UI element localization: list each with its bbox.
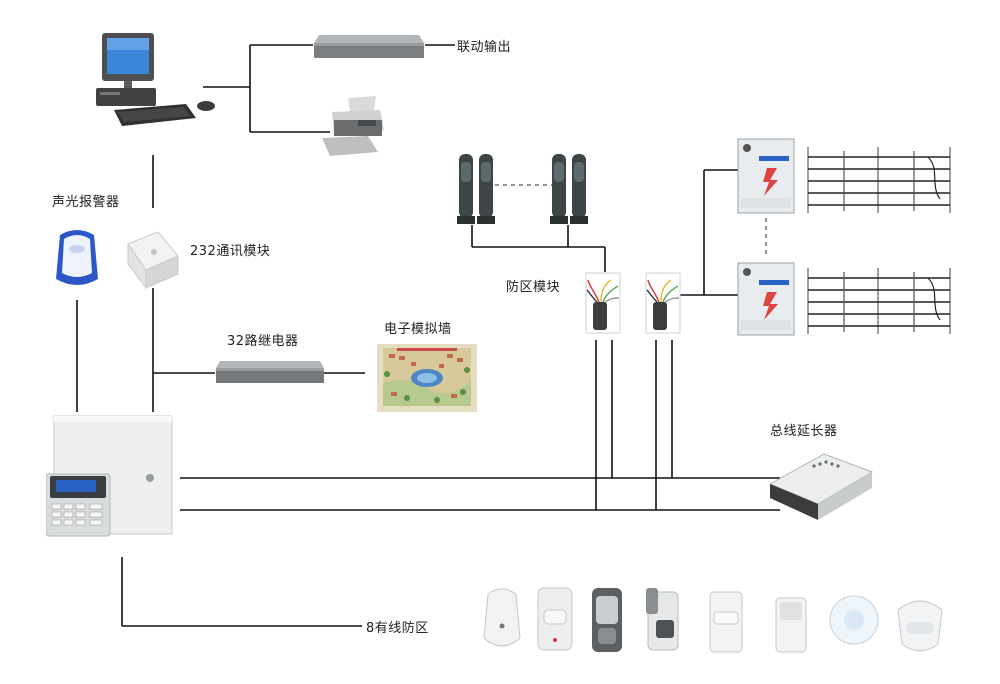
e-map-wall-label: 电子模拟墙: [384, 322, 452, 337]
site-map-icon: [377, 344, 477, 412]
relay-box-icon: [216, 361, 324, 383]
zone-module-icon: [585, 272, 621, 334]
infrared-beam-detector-icon: [457, 154, 588, 224]
linkage-box-icon: [314, 35, 424, 58]
wired-zones-label: 8有线防区: [366, 621, 429, 636]
zone-module-label: 防区模块: [506, 280, 561, 295]
printer-icon: [322, 96, 384, 156]
zone-module-icon: [645, 272, 681, 334]
motion-sensor-icon: [592, 588, 622, 652]
sound-light-alarm-label: 声光报警器: [52, 195, 120, 210]
comm-module-label: 232通讯模块: [190, 244, 271, 259]
motion-sensor-row: [483, 587, 943, 653]
bus-extender-icon: [768, 453, 874, 520]
comm-module-icon: [127, 231, 179, 290]
computer-icon: [96, 33, 215, 126]
siren-icon: [56, 230, 98, 285]
electric-fence-controller-icon: [737, 138, 795, 214]
motion-sensor-icon: [897, 600, 943, 652]
bus-extender-label: 总线延长器: [770, 424, 838, 439]
electric-fence-controller-icon: [737, 262, 795, 336]
motion-sensor-icon: [483, 588, 521, 647]
motion-sensor-icon: [775, 597, 807, 653]
electric-fence-icon: [807, 147, 951, 213]
relay-label: 32路继电器: [227, 334, 299, 349]
motion-sensor-icon: [646, 588, 679, 651]
motion-sensor-icon: [829, 595, 879, 645]
electric-fence-icon: [807, 268, 951, 334]
linkage-output-label: 联动输出: [457, 40, 512, 55]
motion-sensor-icon: [709, 591, 743, 653]
motion-sensor-icon: [537, 587, 573, 651]
alarm-panel-icon: [46, 415, 173, 537]
